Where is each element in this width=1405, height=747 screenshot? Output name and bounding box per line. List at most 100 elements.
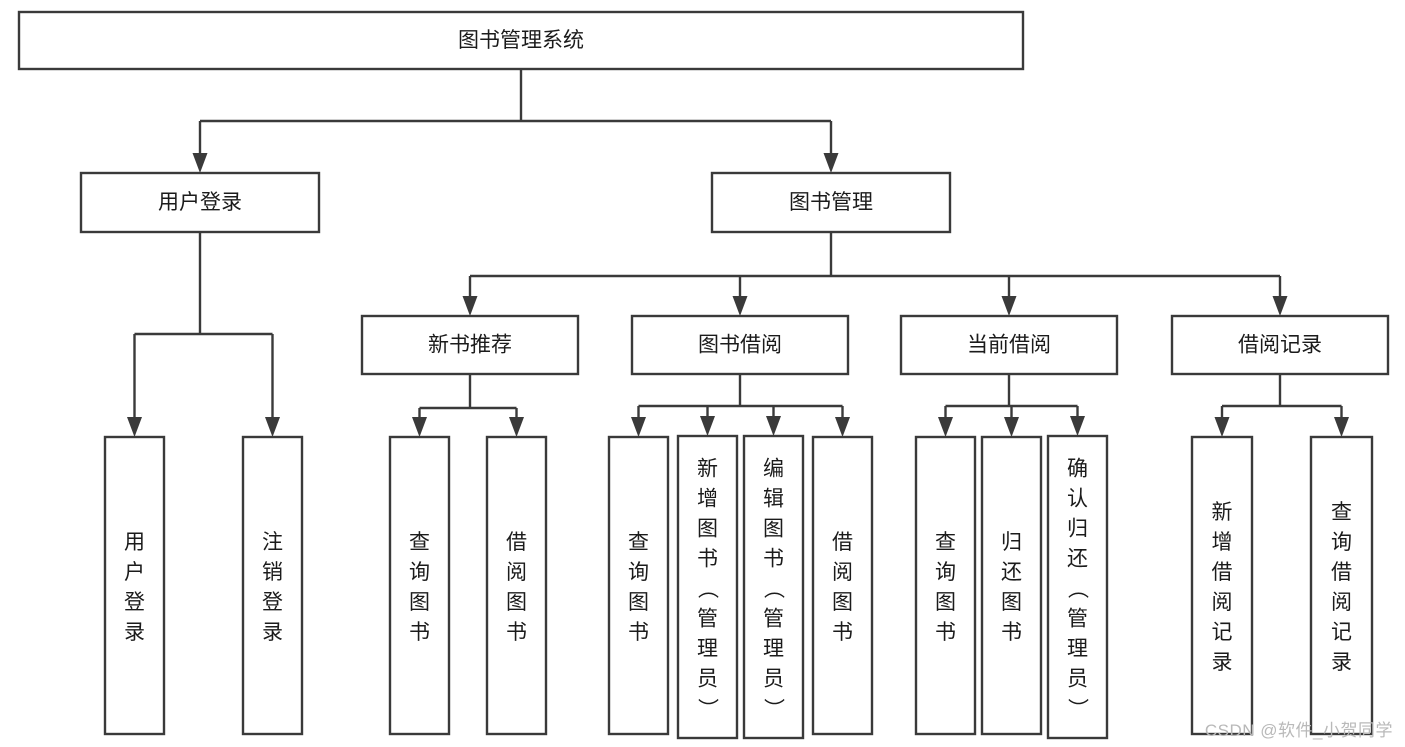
node-label-char: ） [696,698,719,719]
connector-layer [127,69,1349,437]
arrow-head-icon [127,417,142,437]
node-box [241,435,304,736]
node-label-char: 询 [409,561,430,584]
node-label-char: 阅 [1212,591,1233,614]
node-label-char: ） [1066,698,1089,719]
node-label-char: 确 [1067,457,1088,480]
node-label-char: 录 [1212,651,1233,674]
node-label-char: 录 [1331,651,1352,674]
node-label-char: 询 [1331,531,1352,554]
node-label-char: 书 [506,621,527,644]
node-label-char: 查 [628,531,649,554]
node-box [1046,434,1109,740]
node-label-char: 图 [628,591,649,614]
node-current-borrow[interactable]: 当前借阅 [899,314,1119,376]
node-box [485,435,548,736]
node-box [899,314,1119,376]
node-label-char: 用 [124,531,145,554]
node-label-char: 记 [1331,621,1352,644]
node-label-char: 户 [124,561,145,584]
node-label-char: 借 [506,531,527,554]
node-box [710,171,952,234]
arrow-head-icon [265,417,280,437]
node-label-char: 还 [1067,547,1088,570]
node-label-char: 管 [1067,607,1088,630]
node-label: 图书借阅 [698,334,782,357]
node-label-char: 借 [1212,561,1233,584]
node-label-char: 阅 [506,561,527,584]
node-box [1190,435,1254,736]
node-label-char: 图 [409,591,430,614]
node-label-char: 销 [262,561,283,584]
node-label-char: 员 [763,667,784,690]
node-box [676,434,739,740]
node-label-char: 阅 [832,561,853,584]
node-box [388,435,451,736]
arrow-head-icon [835,417,850,437]
node-borrow-record[interactable]: 借阅记录 [1170,314,1390,376]
node-box [1309,435,1374,736]
node-label-char: 员 [697,667,718,690]
node-label-char: （ [762,578,785,599]
node-box [1170,314,1390,376]
node-label: 用户登录 [158,191,242,214]
node-label-char: 查 [935,531,956,554]
node-label-char: 书 [763,547,784,570]
node-label-char: 图 [506,591,527,614]
node-book-manage[interactable]: 图书管理 [710,171,952,234]
node-box [811,435,874,736]
node-label-char: 查 [1331,501,1352,524]
node-label: 当前借阅 [967,334,1051,357]
node-layer: 图书管理系统用户登录图书管理新书推荐图书借阅当前借阅借阅记录用户登录注销登录查询… [17,10,1390,740]
arrow-head-icon [509,417,524,437]
node-label-char: 归 [1067,517,1088,540]
node-label-char: 理 [763,637,784,660]
node-box [980,435,1043,736]
node-box [17,10,1025,71]
node-box [630,314,850,376]
node-label-char: 书 [697,547,718,570]
node-label-char: 借 [1331,561,1352,584]
node-label-char: 登 [262,591,283,614]
arrow-head-icon [1214,417,1230,437]
node-label-char: 询 [628,561,649,584]
node-root[interactable]: 图书管理系统 [17,10,1025,71]
node-label: 借阅记录 [1238,334,1322,357]
arrow-head-icon [1004,417,1019,437]
node-label-char: 书 [832,621,853,644]
node-label-char: 查 [409,531,430,554]
node-label-char: 图 [935,591,956,614]
arrow-head-icon [412,417,427,437]
node-label-char: 书 [1001,621,1022,644]
arrow-head-icon [938,417,953,437]
arrow-head-icon [823,153,839,173]
node-label-char: 书 [628,621,649,644]
node-label-char: 归 [1001,531,1022,554]
arrow-head-icon [1001,296,1017,316]
node-label-char: 辑 [763,487,784,510]
node-label-char: 认 [1067,487,1088,510]
node-label: 图书管理 [789,191,873,214]
node-user-login[interactable]: 用户登录 [79,171,321,234]
node-new-book-rec[interactable]: 新书推荐 [360,314,580,376]
node-label: 图书管理系统 [458,29,584,52]
node-book-borrow[interactable]: 图书借阅 [630,314,850,376]
node-leaf-user-login[interactable]: 用户登录 [103,435,166,736]
arrow-head-icon [700,416,715,436]
node-label-char: ） [762,698,785,719]
node-label-char: 录 [124,621,145,644]
node-label-char: 还 [1001,561,1022,584]
